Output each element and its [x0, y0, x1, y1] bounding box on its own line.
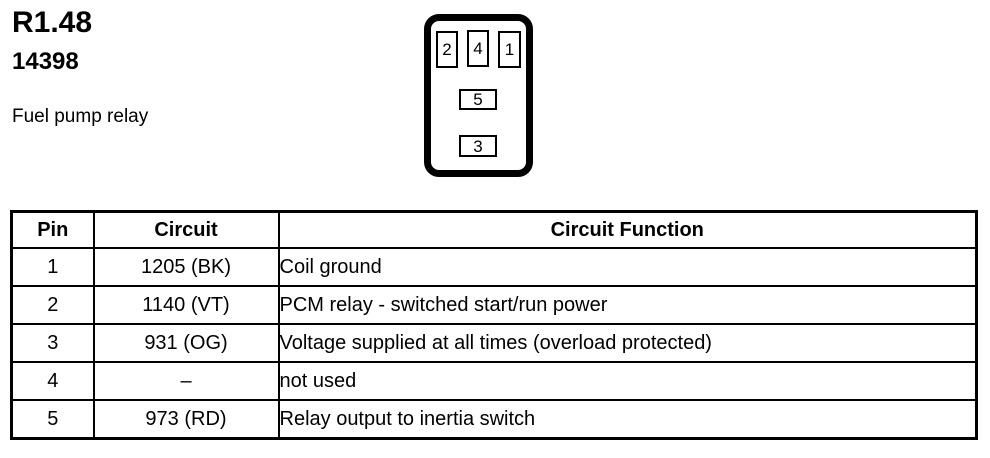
- cell-circuit: 973 (RD): [92, 399, 280, 440]
- cell-pin: 1: [10, 247, 95, 287]
- cell-pin: 3: [10, 323, 95, 363]
- table-row: 2 1140 (VT) PCM relay - switched start/r…: [10, 285, 978, 325]
- table-header-row: Pin Circuit Circuit Function: [10, 210, 978, 249]
- pin-box-1: 1: [498, 31, 521, 68]
- cell-circuit-function: not used: [277, 361, 978, 401]
- cell-circuit-function: Voltage supplied at all times (overload …: [277, 323, 978, 363]
- cell-circuit: 1205 (BK): [92, 247, 280, 287]
- pinout-table: Pin Circuit Circuit Function 1 1205 (BK)…: [10, 210, 978, 440]
- relay-description: Fuel pump relay: [12, 106, 149, 127]
- cell-circuit: –: [92, 361, 280, 401]
- pin-box-3: 3: [459, 135, 497, 157]
- cell-circuit: 1140 (VT): [92, 285, 280, 325]
- cell-circuit: 931 (OG): [92, 323, 280, 363]
- cell-circuit-function: PCM relay - switched start/run power: [277, 285, 978, 325]
- cell-circuit-function: Coil ground: [277, 247, 978, 287]
- column-header-pin: Pin: [10, 210, 95, 249]
- connector-diagram: 2 4 1 5 3: [424, 14, 533, 177]
- pin-box-5: 5: [459, 89, 497, 110]
- pin-box-2: 2: [436, 31, 458, 68]
- pin-box-4: 4: [467, 30, 489, 67]
- cell-pin: 2: [10, 285, 95, 325]
- table-row: 1 1205 (BK) Coil ground: [10, 247, 978, 287]
- part-number: 14398: [12, 48, 79, 75]
- table-row: 3 931 (OG) Voltage supplied at all times…: [10, 323, 978, 363]
- cell-pin: 5: [10, 399, 95, 440]
- column-header-circuit: Circuit: [92, 210, 280, 249]
- relay-id-title: R1.48: [12, 6, 93, 39]
- table-row: 5 973 (RD) Relay output to inertia switc…: [10, 399, 978, 440]
- cell-circuit-function: Relay output to inertia switch: [277, 399, 978, 440]
- column-header-circuit-function: Circuit Function: [277, 210, 978, 249]
- cell-pin: 4: [10, 361, 95, 401]
- table-row: 4 – not used: [10, 361, 978, 401]
